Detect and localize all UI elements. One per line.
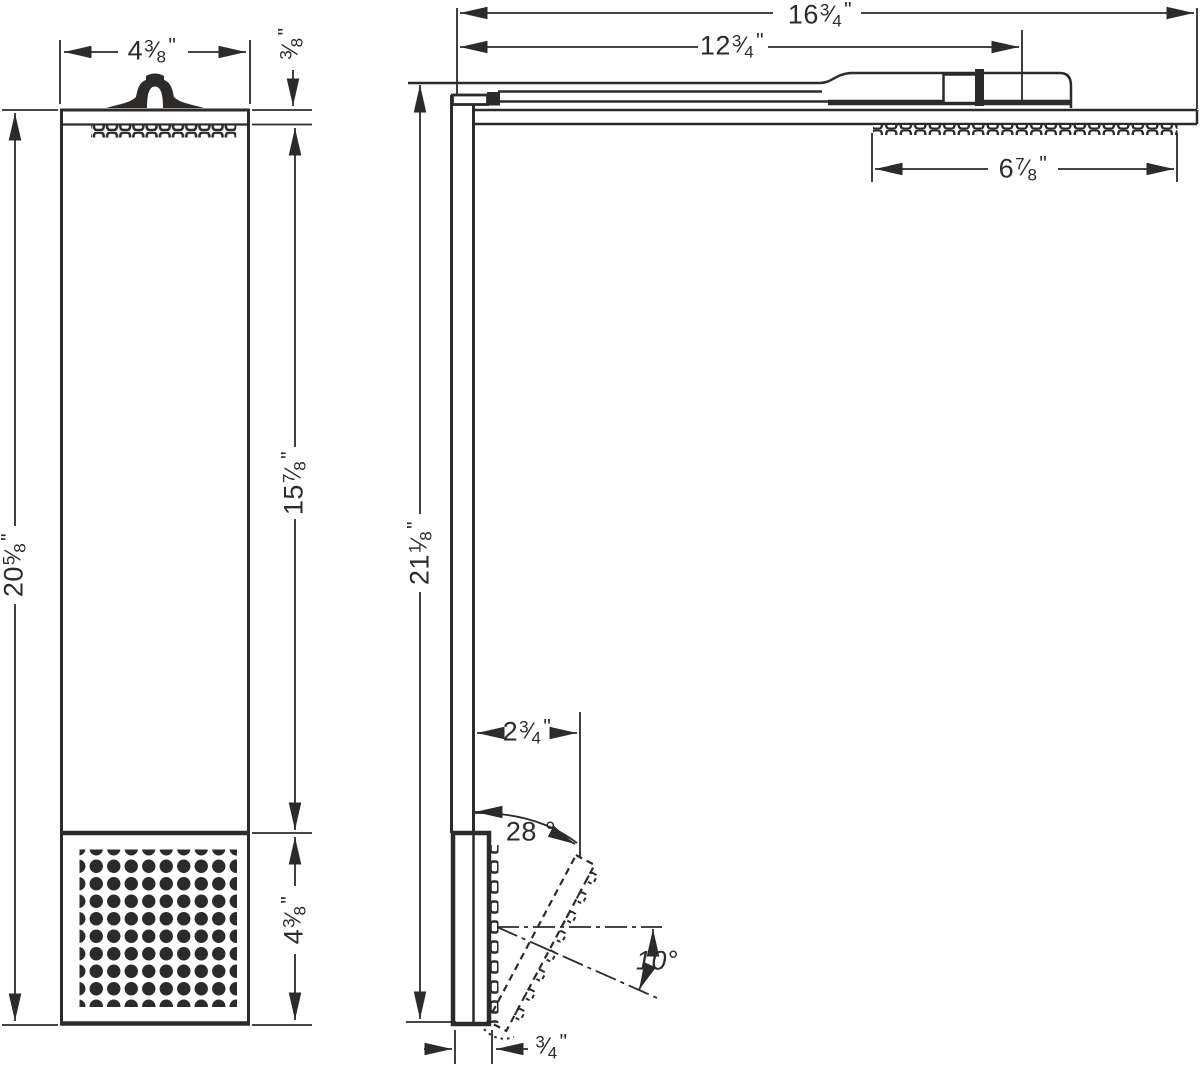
dim-label-side-total-reach: 163⁄4" bbox=[787, 0, 853, 31]
angle-label-swivel: 28 ° bbox=[505, 816, 557, 847]
dim-label-side-arm-reach: 123⁄4" bbox=[699, 29, 765, 62]
overhead-arm bbox=[408, 69, 1199, 135]
overhead-nozzle-strip bbox=[873, 125, 1178, 135]
dim-label-front-body-module: 43⁄8" bbox=[277, 895, 310, 945]
arm-wall-bracket bbox=[451, 93, 489, 106]
dim-label-side-panel-thickness: 3⁄4" bbox=[535, 1030, 568, 1063]
mounting-bracket-icon bbox=[106, 73, 204, 108]
dim-label-side-total-height: 211⁄8" bbox=[403, 520, 436, 586]
side-view bbox=[406, 6, 1199, 1064]
side-dimension-lines bbox=[406, 6, 1198, 1064]
bodyspray-dot-grid bbox=[79, 849, 237, 1007]
arm-clamp-bar bbox=[975, 69, 984, 106]
angle-label-spray: 10° bbox=[635, 945, 679, 976]
dim-label-side-spray-zone: 67⁄8" bbox=[998, 152, 1048, 185]
bodyspray-nozzle-column bbox=[489, 845, 499, 1023]
front-view bbox=[2, 40, 312, 1026]
side-panel-outline bbox=[450, 95, 492, 1027]
dim-label-front-width: 43⁄8" bbox=[127, 34, 177, 67]
tilted-spray-unit bbox=[486, 853, 598, 1033]
swivel-pivot-arc bbox=[483, 1028, 515, 1040]
bodyspray-module bbox=[450, 830, 492, 1027]
arm-slider-block bbox=[942, 73, 978, 105]
dim-label-front-total-height: 205⁄8" bbox=[0, 533, 30, 598]
front-panel-outline bbox=[60, 108, 250, 1026]
dim-label-front-top-offset: 3⁄8" bbox=[274, 27, 307, 60]
sprayhead-nozzle-row bbox=[91, 125, 237, 138]
front-dimension-lines bbox=[2, 40, 312, 1026]
spray-axis-tilted bbox=[496, 926, 658, 999]
arm-lock-block bbox=[487, 92, 500, 106]
dim-label-front-upper-span: 157⁄8" bbox=[277, 450, 310, 516]
dim-label-side-handle-reach: 23⁄4" bbox=[502, 715, 552, 748]
